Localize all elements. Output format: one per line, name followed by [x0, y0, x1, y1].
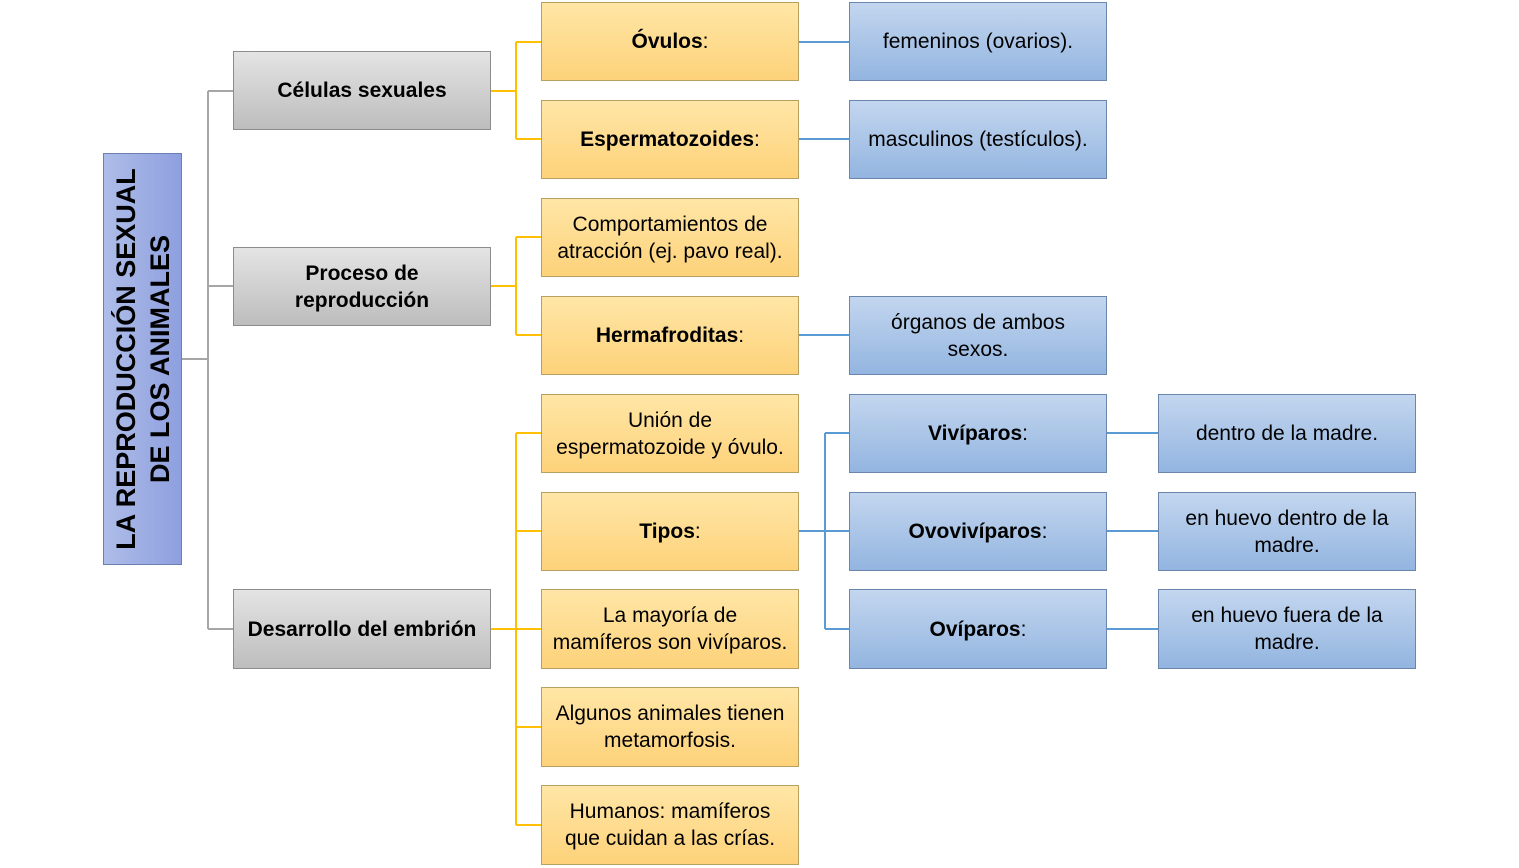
- node-ovulos: Óvulos:: [541, 2, 799, 81]
- node-label-colon: :: [1022, 422, 1028, 445]
- node-label-line1: en huevo dentro de la: [1185, 506, 1389, 530]
- node-union: Unión de espermatozoide y óvulo.: [541, 394, 799, 473]
- node-label: masculinos (testículos).: [868, 128, 1088, 151]
- node-label-line2: espermatozoide y óvulo.: [556, 435, 784, 459]
- node-label-line2: metamorfosis.: [604, 729, 736, 752]
- node-label-line2: que cuidan a las crías.: [564, 827, 776, 850]
- node-label-line1: Algunos animales tienen: [555, 702, 785, 725]
- node-label-line2: mamíferos son vivíparos.: [552, 631, 788, 654]
- node-label-colon: :: [1041, 520, 1048, 543]
- root-node: LA REPRODUCCIÓN SEXUAL DE LOS ANIMALES: [103, 153, 182, 565]
- node-desarrollo-embrion: Desarrollo del embrión: [233, 589, 491, 669]
- node-humanos: Humanos: mamíferos que cuidan a las cría…: [541, 785, 799, 865]
- node-label-colon: :: [754, 128, 760, 151]
- node-label-line1: La mayoría de: [602, 604, 738, 627]
- node-huevo-dentro-madre: en huevo dentro de la madre.: [1158, 492, 1416, 571]
- node-viviparos: Vivíparos:: [849, 394, 1107, 473]
- node-label-bold: Tipos: [639, 520, 695, 543]
- node-oviparos: Ovíparos:: [849, 589, 1107, 669]
- node-label-line2: madre.: [1254, 631, 1320, 654]
- root-connectors: [181, 90, 234, 630]
- root-title-line1: LA REPRODUCCIÓN SEXUAL: [110, 168, 141, 550]
- node-celulas-sexuales: Células sexuales: [233, 51, 491, 130]
- node-label-colon: :: [738, 324, 745, 347]
- node-label-line1: Comportamientos de: [572, 212, 768, 236]
- node-label-colon: :: [1020, 617, 1027, 641]
- node-label-bold: Ovíparos: [929, 617, 1021, 641]
- node-label-line1: Proceso de: [305, 261, 419, 285]
- node-dentro-madre: dentro de la madre.: [1158, 394, 1416, 473]
- node-label-line2: atracción (ej. pavo real).: [557, 239, 783, 263]
- node-label-bold: Óvulos: [631, 30, 703, 53]
- node-masculinos: masculinos (testículos).: [849, 100, 1107, 179]
- node-label: Desarrollo del embrión: [247, 617, 477, 641]
- node-label-bold: Hermafroditas: [595, 324, 739, 347]
- node-label-line2: reproducción: [294, 288, 430, 312]
- node-metamorfosis: Algunos animales tienen metamorfosis.: [541, 687, 799, 767]
- node-label-colon: :: [702, 30, 709, 53]
- level3-connectors: [798, 41, 1158, 630]
- node-mayoria-mamiferos: La mayoría de mamíferos son vivíparos.: [541, 589, 799, 669]
- node-ovoviviparos: Ovovivíparos:: [849, 492, 1107, 571]
- node-comportamientos: Comportamientos de atracción (ej. pavo r…: [541, 198, 799, 277]
- node-label-bold: Espermatozoides: [580, 128, 755, 151]
- node-huevo-fuera-madre: en huevo fuera de la madre.: [1158, 589, 1416, 669]
- node-hermafroditas: Hermafroditas:: [541, 296, 799, 375]
- node-femeninos: femeninos (ovarios).: [849, 2, 1107, 81]
- root-title: LA REPRODUCCIÓN SEXUAL DE LOS ANIMALES: [109, 168, 177, 550]
- node-label-line1: órganos de ambos: [891, 310, 1065, 334]
- node-label-line1: Humanos: mamíferos: [569, 800, 771, 823]
- node-label: femeninos (ovarios).: [882, 30, 1074, 53]
- node-label-line1: en huevo fuera de la: [1191, 604, 1383, 627]
- node-label-colon: :: [694, 520, 701, 543]
- node-label: dentro de la madre.: [1195, 422, 1379, 445]
- level2-connectors: [490, 41, 541, 826]
- root-title-line2: DE LOS ANIMALES: [144, 235, 175, 484]
- node-label-line2: madre.: [1254, 533, 1320, 557]
- node-label-bold: Ovovivíparos: [908, 520, 1042, 543]
- node-espermatozoides: Espermatozoides:: [541, 100, 799, 179]
- node-label-bold: Vivíparos: [927, 422, 1023, 445]
- node-tipos: Tipos:: [541, 492, 799, 571]
- node-label-line1: Unión de: [627, 408, 713, 432]
- node-label-line2: sexos.: [947, 337, 1009, 361]
- node-organos-ambos-sexos: órganos de ambos sexos.: [849, 296, 1107, 375]
- node-proceso-reproduccion: Proceso de reproducción: [233, 247, 491, 326]
- node-label: Células sexuales: [277, 79, 447, 102]
